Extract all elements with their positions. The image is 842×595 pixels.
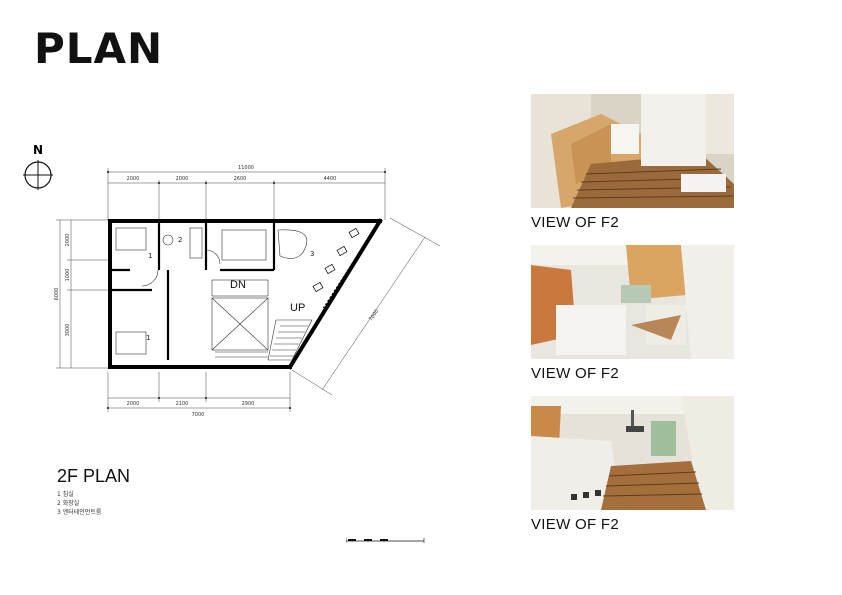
north-arrow-icon: N xyxy=(23,143,53,190)
dim-left-2: 1000 xyxy=(65,269,71,282)
north-label: N xyxy=(33,143,43,157)
page-title: PLAN xyxy=(34,24,164,73)
dim-top-1: 2000 xyxy=(127,176,140,182)
stair-up-label: UP xyxy=(290,302,305,314)
dim-diagonal: 7000 xyxy=(368,308,380,322)
view-label-3: VIEW OF F2 xyxy=(531,516,620,533)
room-label-3: 3 xyxy=(310,250,314,258)
render-view-2 xyxy=(531,245,734,359)
room-label-4: 1 xyxy=(146,334,150,342)
dim-bottom-1: 2000 xyxy=(127,401,140,407)
legend-item: 3 엔터테인먼트룸 xyxy=(57,509,102,516)
dim-left-1: 2000 xyxy=(65,234,71,247)
plan-caption: 2F PLAN xyxy=(57,466,131,486)
dim-bottom-3: 2900 xyxy=(242,401,255,407)
view-label-1: VIEW OF F2 xyxy=(531,214,620,231)
dim-left-3: 3000 xyxy=(65,324,71,337)
dim-top-2: 2000 xyxy=(176,176,189,182)
render-view-1 xyxy=(531,94,734,208)
dim-top-4: 4400 xyxy=(324,176,337,182)
stair-down-label: DN xyxy=(230,279,246,291)
room-legend: 1 침실 2 화장실 3 엔터테인먼트룸 xyxy=(57,490,101,517)
dim-overall-left: 6000 xyxy=(54,288,60,301)
room-label-1: 1 xyxy=(148,252,152,260)
legend-item: 2 화장실 xyxy=(57,500,80,507)
scale-bar xyxy=(346,538,425,543)
dim-bottom-2: 2100 xyxy=(176,401,189,407)
room-label-2: 2 xyxy=(178,236,182,244)
dim-overall-bottom: 7000 xyxy=(192,412,205,418)
floor-plan-drawing: 11000 2000 2000 2600 4400 2000 2100 2900… xyxy=(54,165,441,418)
dim-overall-top: 11000 xyxy=(238,165,254,171)
legend-item: 1 침실 xyxy=(57,491,74,498)
view-label-2: VIEW OF F2 xyxy=(531,365,620,382)
dim-top-3: 2600 xyxy=(234,176,247,182)
render-view-3 xyxy=(531,396,734,510)
